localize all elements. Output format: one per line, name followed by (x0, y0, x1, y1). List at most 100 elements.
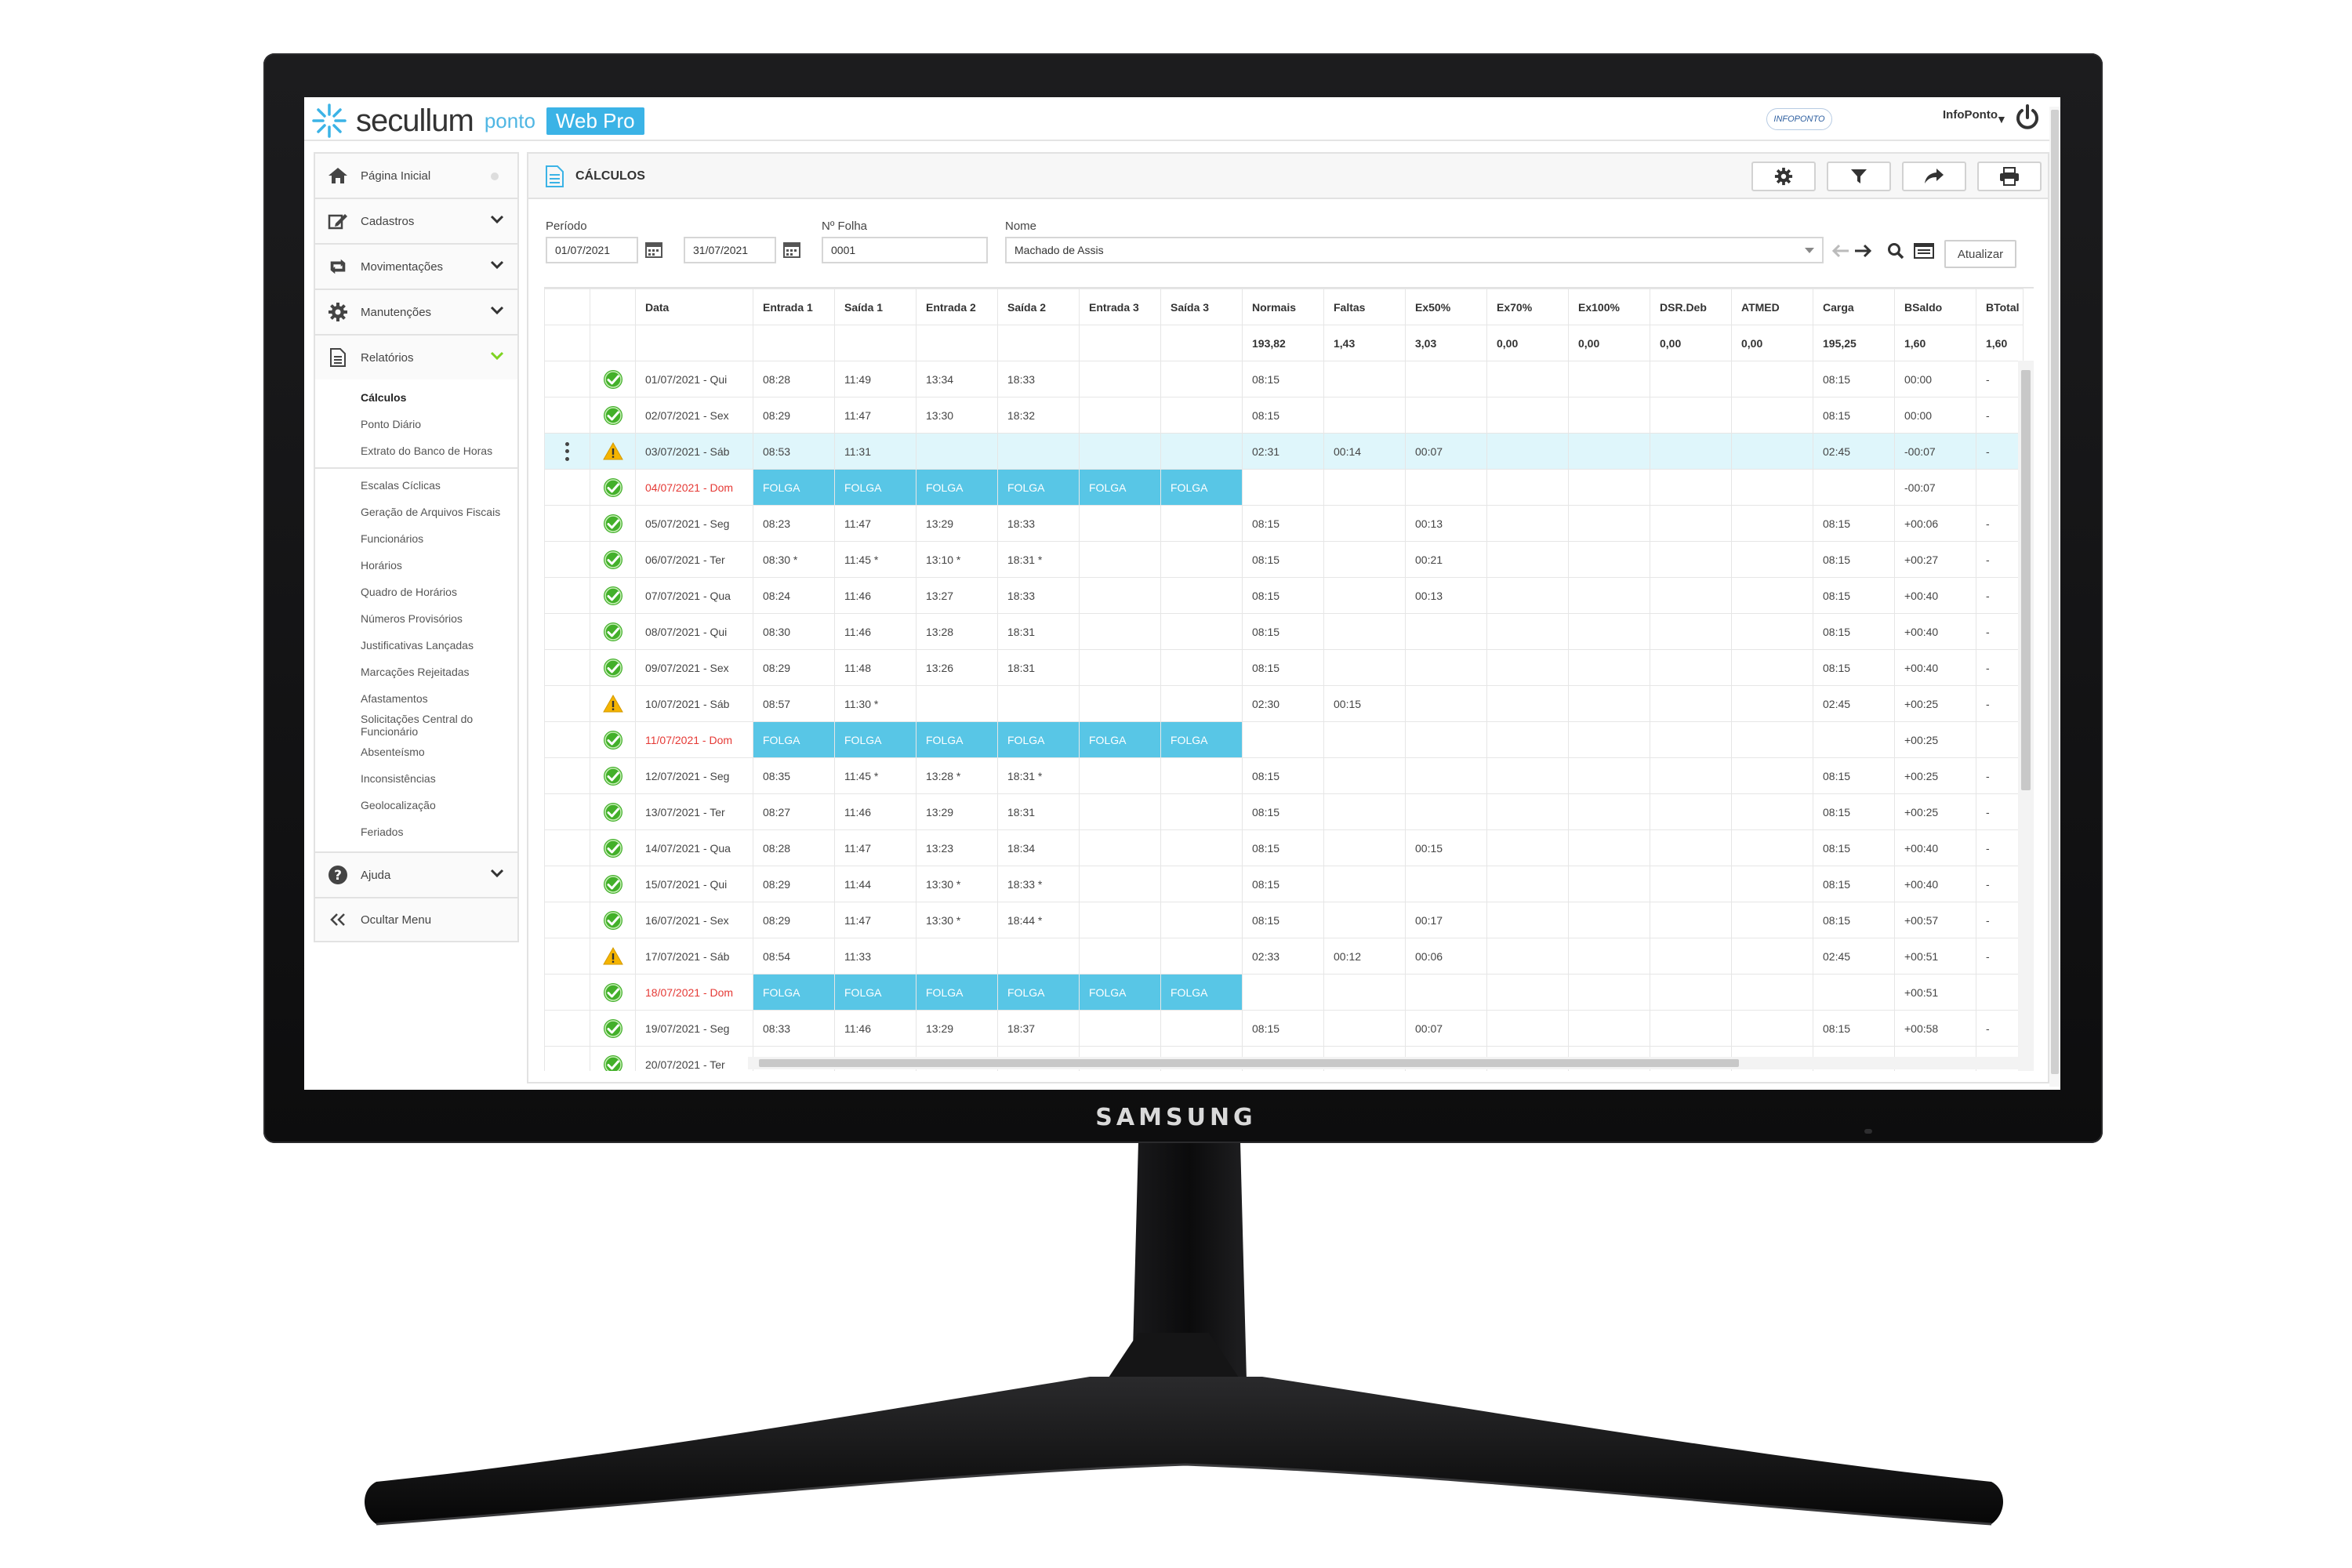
column-header-faltas[interactable]: Faltas (1323, 289, 1406, 325)
app-logo[interactable]: secullum ponto Web Pro (310, 102, 644, 140)
row-actions-cell[interactable] (544, 902, 590, 938)
column-header-entrada-3[interactable]: Entrada 3 (1079, 289, 1161, 325)
employee-card-button[interactable] (1913, 240, 1935, 262)
row-actions-cell[interactable] (544, 649, 590, 686)
row-actions-cell[interactable] (544, 361, 590, 397)
submenu-escalas-ciclicas[interactable]: Escalas Cíclicas (361, 479, 441, 492)
submenu-solicitacoes-central[interactable]: Solicitações Central do Funcionário (361, 713, 474, 738)
submenu-calculos[interactable]: Cálculos (361, 391, 407, 404)
row-actions-cell[interactable] (544, 866, 590, 902)
row-actions-cell[interactable] (544, 577, 590, 614)
column-header-bsaldo[interactable]: BSaldo (1894, 289, 1976, 325)
scrollbar-thumb[interactable] (759, 1059, 1739, 1067)
date-from-input[interactable]: 01/07/2021 (546, 237, 638, 263)
caret-down-icon[interactable]: ▼ (1996, 113, 2007, 125)
sidebar-item-cadastros[interactable]: Cadastros (314, 198, 519, 243)
submenu-ponto-diario[interactable]: Ponto Diário (361, 418, 422, 430)
submenu-inconsistencias[interactable]: Inconsistências (361, 772, 436, 785)
column-header-ex100[interactable]: Ex100% (1568, 289, 1650, 325)
column-header-normais[interactable]: Normais (1242, 289, 1324, 325)
column-header-ex70[interactable]: Ex70% (1486, 289, 1569, 325)
date-to-input[interactable]: 31/07/2021 (684, 237, 776, 263)
horizontal-scrollbar[interactable] (748, 1057, 2034, 1069)
sidebar-item-ocultar-menu[interactable]: Ocultar Menu (314, 897, 519, 942)
submenu-justificativas-lancadas[interactable]: Justificativas Lançadas (361, 639, 474, 652)
filter-button[interactable] (1827, 162, 1891, 191)
sidebar-item-manutencoes[interactable]: Manutenções (314, 289, 519, 334)
sidebar-item-home[interactable]: Página Inicial (314, 152, 519, 198)
row-actions-cell[interactable] (544, 974, 590, 1011)
row-actions-cell[interactable] (544, 1010, 590, 1047)
row-actions-cell[interactable] (544, 829, 590, 866)
submenu-marcacoes-rejeitadas[interactable]: Marcações Rejeitadas (361, 666, 470, 678)
sidebar-item-ajuda[interactable]: ? Ajuda (314, 851, 519, 897)
power-icon[interactable] (2012, 102, 2043, 133)
submenu-absenteismo[interactable]: Absenteísmo (361, 746, 425, 758)
calendar-icon[interactable] (782, 240, 801, 259)
settings-button[interactable] (1751, 162, 1816, 191)
row-actions-cell[interactable] (544, 433, 590, 470)
submenu-quadro-horarios[interactable]: Quadro de Horários (361, 586, 457, 598)
search-button[interactable] (1885, 240, 1907, 262)
folha-input[interactable]: 0001 (822, 237, 988, 263)
row-actions-cell[interactable] (544, 397, 590, 434)
submenu-extrato-banco-horas[interactable]: Extrato do Banco de Horas (361, 445, 493, 457)
column-header-dsr-deb[interactable]: DSR.Deb (1650, 289, 1732, 325)
row-actions-cell[interactable] (544, 721, 590, 758)
row-actions-cell[interactable] (544, 541, 590, 578)
submenu-feriados[interactable]: Feriados (361, 826, 404, 838)
column-header-saida-3[interactable]: Saída 3 (1160, 289, 1243, 325)
atualizar-button[interactable]: Atualizar (1944, 240, 2016, 268)
column-header-saida-2[interactable]: Saída 2 (997, 289, 1080, 325)
column-header-entrada-2[interactable]: Entrada 2 (916, 289, 998, 325)
row-actions-cell[interactable] (544, 613, 590, 650)
column-header-saida-1[interactable]: Saída 1 (834, 289, 916, 325)
page-scrollbar[interactable] (2049, 107, 2060, 1087)
vertical-scrollbar[interactable] (2018, 361, 2034, 1071)
submenu-geolocalizacao[interactable]: Geolocalização (361, 799, 436, 811)
kebab-menu-icon[interactable] (565, 441, 570, 461)
submenu-funcionarios[interactable]: Funcionários (361, 532, 424, 545)
sidebar-item-movimentacoes[interactable]: Movimentações (314, 243, 519, 289)
submenu-geracao-arquivos-fiscais[interactable]: Geração de Arquivos Fiscais (361, 506, 501, 518)
row-actions-cell[interactable] (544, 757, 590, 794)
column-header-ex50[interactable]: Ex50% (1405, 289, 1487, 325)
scrollbar-thumb[interactable] (2021, 370, 2031, 790)
column-header-entrada-1[interactable]: Entrada 1 (753, 289, 835, 325)
share-button[interactable] (1902, 162, 1966, 191)
user-menu[interactable]: InfoPonto (1943, 108, 1998, 122)
calendar-icon[interactable] (644, 240, 663, 259)
row-actions-cell[interactable] (544, 685, 590, 722)
submenu-afastamentos[interactable]: Afastamentos (361, 692, 428, 705)
submenu-horarios[interactable]: Horários (361, 559, 402, 572)
column-header-atmed[interactable]: ATMED (1731, 289, 1813, 325)
submenu-numeros-provisorios[interactable]: Números Provisórios (361, 612, 463, 625)
row-actions-cell[interactable] (544, 793, 590, 830)
next-employee-button[interactable] (1852, 240, 1874, 262)
previous-employee-button[interactable] (1830, 240, 1852, 262)
row-actions-cell[interactable] (544, 505, 590, 542)
nome-select[interactable]: Machado de Assis (1005, 237, 1824, 263)
scrollbar-thumb[interactable] (2051, 110, 2059, 1074)
print-button[interactable] (1977, 162, 2042, 191)
sidebar-item-relatorios[interactable]: Relatórios (314, 334, 519, 379)
column-header-data[interactable]: Data (635, 289, 753, 325)
row-actions-cell[interactable] (544, 1046, 590, 1071)
column-header-carga[interactable]: Carga (1813, 289, 1895, 325)
